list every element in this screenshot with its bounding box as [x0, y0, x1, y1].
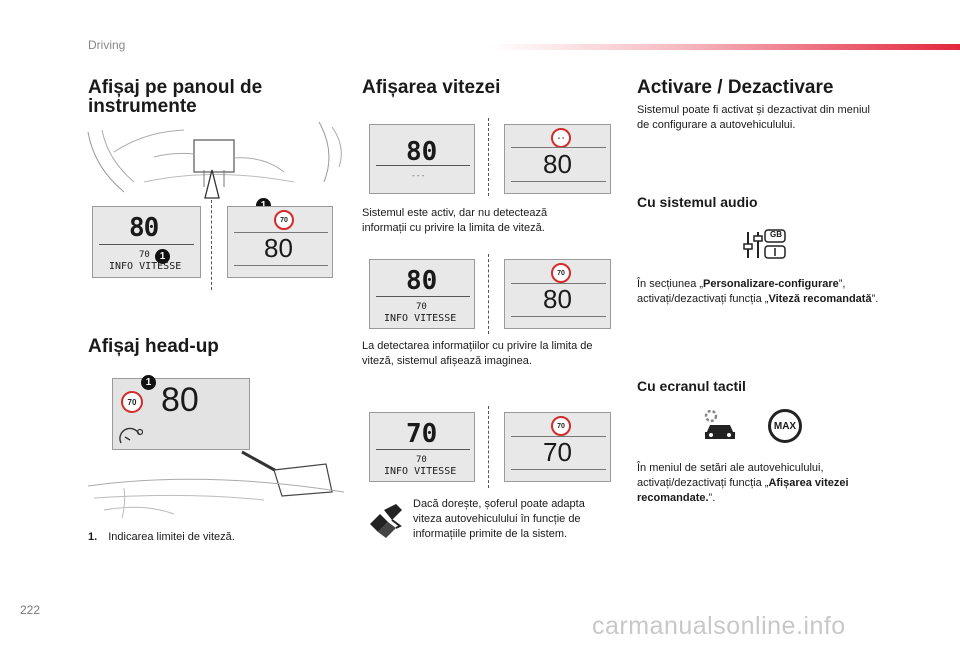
hud-projection-illustration — [87, 450, 345, 519]
display2-separator — [376, 296, 470, 297]
display3-sign: 70 — [551, 416, 571, 436]
audio-menu-name: Personalizare-configurare — [703, 278, 839, 290]
sign-speed: 80 — [264, 233, 293, 263]
footnote-text: Indicarea limitei de viteză. — [108, 531, 235, 543]
cluster-separator — [99, 244, 194, 245]
instrument-panel-title: Afișaj pe panoul de instrumente — [88, 77, 263, 117]
gauge-icon — [119, 427, 143, 444]
audio-text-pre: În secțiunea „ — [637, 278, 704, 290]
display3-speed: 70 — [406, 419, 438, 449]
cluster-display: 80 70 INFO VITESSE 1 — [92, 206, 201, 278]
settings-sliders-icon — [743, 229, 786, 259]
display2-cluster: 80 70 INFO VITESSE — [369, 259, 475, 329]
car-settings-icon — [704, 409, 735, 439]
divider-dashed — [211, 200, 212, 290]
display1-sign-separator — [511, 147, 606, 148]
display2-limit: 70 — [416, 302, 427, 312]
text-driver-adapts: Dacă dorește, șoferul poate adapta vitez… — [413, 498, 585, 540]
display1-sign: - - — [551, 128, 571, 148]
audio-text-mid: ”, activați/dezactivați funcția „ — [637, 278, 846, 305]
touchscreen-title: Cu ecranul tactil — [637, 378, 746, 394]
activation-title: Activare / Dezactivare — [637, 77, 834, 98]
footnote-number: 1. — [88, 531, 98, 543]
hud-title: Afișaj head-up — [88, 336, 219, 357]
text-no-detection: Sistemul este activ, dar nu detectează i… — [362, 207, 548, 234]
audio-instructions: În secțiunea „Personalizare-configurare”… — [637, 277, 882, 307]
audio-system-title: Cu sistemul audio — [637, 194, 758, 210]
display3-sign-separator — [511, 469, 606, 470]
display3-sign-speed: 70 — [543, 437, 572, 467]
display1-cluster: 80 - - - — [369, 124, 475, 194]
display1-separator — [376, 165, 470, 166]
display2-sign-speed: 80 — [543, 284, 572, 314]
display3-separator — [376, 449, 470, 450]
display1-sign-screen: - - 80 — [504, 124, 611, 194]
hud-display: 70 1 80 — [112, 375, 250, 450]
pointer-arrow — [204, 169, 220, 199]
divider-dashed — [488, 406, 489, 488]
display3-info: INFO VITESSE — [384, 466, 457, 477]
cluster-speed: 80 — [129, 213, 159, 243]
sign-separator — [234, 265, 328, 266]
section-header: Driving — [88, 38, 126, 52]
display1-sub: - - - — [412, 171, 425, 180]
watermark: carmanualsonline.info — [592, 612, 846, 640]
touchscreen-instructions: În meniul de setări ale autovehiculului,… — [637, 461, 882, 506]
display2-sign-separator — [511, 316, 606, 317]
audio-function-name: Viteză recomandată — [768, 293, 872, 305]
touch-text-post: ”. — [708, 492, 716, 504]
max-speed-icon: MAX — [768, 409, 802, 443]
activation-intro: Sistemul poate fi activat și dezactivat … — [637, 104, 870, 131]
display2-sign: 70 — [551, 263, 571, 283]
display1-speed: 80 — [406, 137, 438, 167]
divider-dashed — [488, 118, 489, 196]
dashboard-illustration — [87, 121, 342, 193]
display3-sign-screen: 70 70 — [504, 412, 611, 482]
display3-sign-separator — [511, 436, 606, 437]
cluster-info-text: INFO VITESSE — [109, 261, 182, 272]
header-accent-bar — [490, 44, 960, 50]
display1-sign-separator — [511, 181, 606, 182]
divider-dashed — [488, 254, 489, 334]
display3-cluster: 70 70 INFO VITESSE — [369, 412, 475, 482]
cluster-limit: 70 — [139, 250, 150, 260]
display2-info: INFO VITESSE — [384, 313, 457, 324]
display2-sign-separator — [511, 283, 606, 284]
speed-limit-sign: 70 — [274, 210, 294, 230]
page-number: 222 — [20, 603, 41, 617]
audio-text-post: ”. — [871, 293, 879, 305]
text-detection: La detectarea informațiilor cu privire l… — [362, 340, 593, 367]
touch-text-pre: În meniul de setări ale autovehiculului,… — [637, 462, 824, 489]
display2-speed: 80 — [406, 266, 438, 296]
footnote: 1. Indicarea limitei de viteză. — [88, 530, 235, 545]
language-badge: GB — [770, 230, 782, 239]
hud-speed: 80 — [161, 381, 199, 419]
hud-speed-limit-sign: 70 — [121, 391, 143, 413]
sign-display: 70 80 — [227, 206, 333, 278]
display1-sign-speed: 80 — [543, 149, 572, 179]
hand-tool-icon — [370, 504, 402, 538]
touch-function-name: Afișarea vitezei recomandate. — [637, 477, 849, 504]
display2-sign-screen: 70 80 — [504, 259, 611, 329]
callout-badge: 1 — [155, 249, 170, 264]
display3-limit: 70 — [416, 455, 427, 465]
speed-display-title: Afișarea vitezei — [362, 77, 501, 98]
sign-separator — [234, 232, 328, 233]
callout-badge: 1 — [141, 375, 156, 390]
